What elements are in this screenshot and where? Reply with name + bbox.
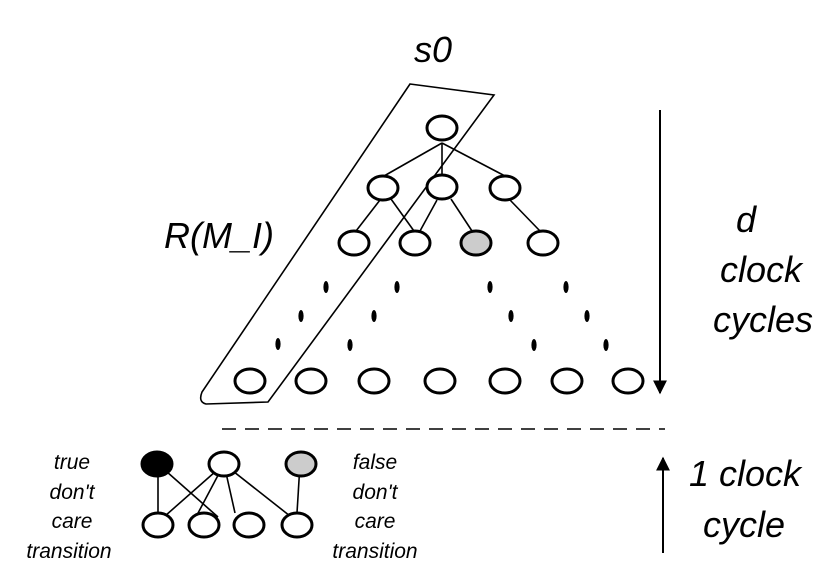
ellipsis-dot	[603, 339, 609, 351]
tree-edge	[355, 199, 381, 232]
next-state-node	[280, 511, 314, 539]
true-dc-label-line4: transition	[26, 540, 111, 563]
state-node	[526, 229, 560, 257]
depth-label-d: d	[736, 199, 757, 240]
gray-state-node	[284, 450, 318, 478]
transition-nodes	[140, 450, 318, 539]
tree-edge	[383, 142, 443, 177]
ellipsis-dot	[487, 281, 493, 293]
false-dc-label-line4: transition	[332, 540, 417, 563]
ellipsis-dot	[298, 310, 304, 322]
leaf-state-node	[423, 367, 457, 395]
ellipsis-dot	[323, 281, 329, 293]
true-dc-label-line3: care	[52, 510, 93, 533]
reachable-set-region	[199, 83, 496, 405]
root-state-label: s0	[414, 29, 452, 70]
leaf-state-node	[233, 367, 267, 395]
false-dc-label-line3: care	[355, 510, 396, 533]
root-state-node	[425, 114, 459, 142]
tree-edge	[390, 198, 415, 232]
false-dc-label-line2: don't	[353, 481, 399, 504]
gray-state-node	[459, 229, 493, 257]
black-state-node	[140, 450, 174, 478]
tree-edge	[509, 199, 541, 232]
state-node	[425, 173, 459, 201]
leaf-state-node	[357, 367, 391, 395]
leaf-state-node	[611, 367, 645, 395]
leaf-state-node	[294, 367, 328, 395]
ellipsis-dot	[531, 339, 537, 351]
depth-label-clock: clock	[720, 249, 804, 290]
state-node	[366, 174, 400, 202]
state-node	[337, 229, 371, 257]
next-state-node	[141, 511, 175, 539]
tree-edge	[441, 142, 506, 177]
next-state-node	[232, 511, 266, 539]
tree-edges	[355, 142, 541, 232]
cycle-label-line1: 1 clock	[689, 453, 803, 494]
tree-nodes	[233, 114, 645, 395]
tree-edge	[450, 198, 473, 232]
ellipsis-dot	[508, 310, 514, 322]
depth-label-cycles: cycles	[713, 299, 813, 340]
ellipsis-dot	[584, 310, 590, 322]
true-dc-label-line1: true	[54, 451, 90, 474]
ellipsis-dot	[371, 310, 377, 322]
state-node	[398, 229, 432, 257]
next-state-node	[187, 511, 221, 539]
true-dc-label-line2: don't	[50, 481, 96, 504]
false-dc-label-line1: false	[353, 451, 397, 474]
cycle-label-line2: cycle	[703, 504, 785, 545]
ellipsis-dots	[275, 281, 609, 351]
ellipsis-dot	[275, 338, 281, 350]
state-node	[207, 450, 241, 478]
tree-edge	[419, 199, 438, 232]
ellipsis-dot	[563, 281, 569, 293]
state-node	[488, 174, 522, 202]
leaf-state-node	[550, 367, 584, 395]
ellipsis-dot	[394, 281, 400, 293]
ellipsis-dot	[347, 339, 353, 351]
leaf-state-node	[488, 367, 522, 395]
reachable-set-label: R(M_I)	[164, 215, 274, 256]
